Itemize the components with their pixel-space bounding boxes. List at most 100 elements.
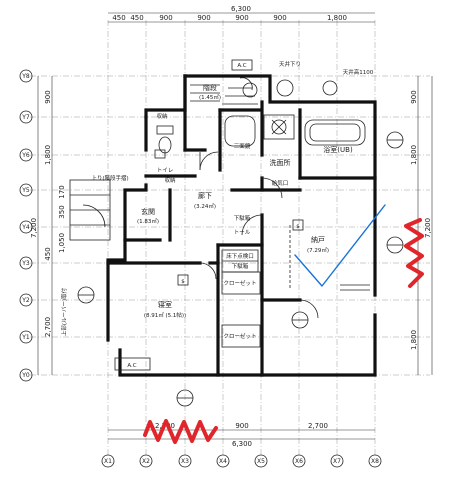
- row-axis-y0: Y0: [19, 368, 33, 382]
- left-dim-3: 450: [44, 247, 52, 260]
- top-dim-7: 1,800: [327, 14, 347, 22]
- ceiling-height-label: 天井高1100: [343, 68, 374, 76]
- svg-text:Y5: Y5: [21, 187, 30, 194]
- bedroom-area-label: (8.91㎡ (5.1帖)): [144, 311, 186, 319]
- bath-label: 浴室(UB): [323, 145, 353, 154]
- toilet-tank: [156, 125, 174, 135]
- left-dim-4: 350: [58, 205, 66, 218]
- stair-note-label: 上り(階段手摺): [91, 174, 128, 182]
- outlet-marker-3: [154, 149, 166, 159]
- row-axis-y2: Y2: [19, 293, 33, 307]
- shoe-storage-label: 下駄箱: [232, 262, 249, 270]
- row-axis-y3: Y3: [19, 256, 33, 270]
- svg-text:Y0: Y0: [21, 372, 30, 379]
- left-total-dim: 7,200: [30, 218, 38, 238]
- right-dim-3: 1,800: [410, 330, 418, 350]
- svg-text:Y2: Y2: [21, 297, 30, 304]
- row-axis-y7: Y7: [19, 110, 33, 124]
- col-axis-x8: X8: [368, 454, 382, 468]
- svg-text:X8: X8: [371, 458, 379, 465]
- ceiling-down-label: 天井下り: [279, 60, 301, 68]
- room-labels: 階段 (1.45㎡) トイレ 収納 洗面所 浴室(UB) 廊下 (3.24㎡) …: [60, 60, 374, 369]
- svg-text:Y1: Y1: [21, 334, 30, 341]
- bath-inner: [309, 123, 361, 142]
- svg-text:X1: X1: [104, 458, 112, 465]
- svg-text:X6: X6: [295, 458, 303, 465]
- svg-text:Y3: Y3: [21, 260, 30, 267]
- closet2-label: クローゼット: [223, 332, 256, 340]
- entrance-steps: [69, 179, 111, 241]
- top-dimensions: 6,300 450 450 900 900 900 900 1,800: [108, 5, 375, 23]
- top-dim-6: 900: [273, 14, 286, 22]
- col-axis-x5: X5: [254, 454, 268, 468]
- right-dimensions: 7,200 900 1,800 1,800: [410, 76, 433, 375]
- ac-label-2: A.C: [237, 63, 246, 69]
- left-dim-6: 170: [58, 185, 66, 198]
- bottom-dim-3: 2,700: [308, 422, 328, 430]
- svg-text:X3: X3: [181, 458, 189, 465]
- col-axis-x1: X1: [101, 454, 115, 468]
- air-label: 給気口: [272, 179, 289, 187]
- left-dim-2: 1,800: [44, 145, 52, 165]
- top-dim-1: 450: [112, 14, 125, 22]
- outlet-marker-2: [292, 219, 304, 231]
- col-axis-x3: X3: [178, 454, 192, 468]
- toilet-label: トイレ: [157, 168, 174, 174]
- stairs-label: 階段: [203, 83, 217, 92]
- col-axis-x7: X7: [330, 454, 344, 468]
- closet-box-2: [221, 324, 261, 348]
- svg-text:$: $: [296, 224, 300, 230]
- svg-text:X4: X4: [219, 458, 227, 465]
- row-axis-y8: Y8: [19, 69, 33, 83]
- blue-check-mark: [294, 204, 386, 287]
- row-axis-y5: Y5: [19, 183, 33, 197]
- svg-text:Y8: Y8: [21, 73, 30, 80]
- row-axis-y4: Y4: [19, 220, 33, 234]
- ac-unit-1: [114, 357, 151, 371]
- top-total-dim: 6,300: [231, 5, 251, 13]
- col-axis-x2: X2: [139, 454, 153, 468]
- stair-treads: [190, 77, 258, 147]
- bottom-total-dim: 6,300: [232, 440, 252, 448]
- right-dim-2: 1,800: [410, 145, 418, 165]
- red-zigzag-right: [404, 218, 424, 288]
- stairs-area-label: (1.45㎡): [199, 93, 221, 101]
- row-axis-markers: Y8 Y7 Y6 Y5 Y4 Y3 Y2 Y1 Y0: [19, 69, 33, 382]
- col-axis-markers: X1 X2 X3 X4 X5 X6 X7 X8: [101, 454, 382, 468]
- under-floor-label: 床下点検口: [226, 252, 254, 260]
- red-zigzag-bottom: [143, 419, 218, 444]
- bedroom-label: 寝室: [158, 300, 172, 309]
- closet-box-1: [221, 271, 261, 295]
- col-axis-x4: X4: [216, 454, 230, 468]
- closet1-label: クローゼット: [223, 279, 256, 287]
- svg-text:X7: X7: [333, 458, 341, 465]
- row-axis-y6: Y6: [19, 148, 33, 162]
- walls: [106, 74, 377, 377]
- window-note-label: 上部(ルーバー)取付: [60, 287, 68, 336]
- bottom-dim-2: 900: [235, 422, 248, 430]
- svg-text:Y7: Y7: [21, 114, 30, 121]
- svg-text:X5: X5: [257, 458, 265, 465]
- window-symbols: [77, 79, 404, 407]
- cabinet-label: 収納: [164, 176, 176, 184]
- grid-lines: [30, 20, 430, 455]
- left-dim-7: 2,700: [44, 317, 52, 337]
- svg-text:$: $: [181, 279, 185, 285]
- top-dim-3: 900: [159, 14, 172, 22]
- toilet-storage-label: 収納: [156, 112, 168, 120]
- utility-label: トール: [234, 230, 251, 236]
- svg-text:Y6: Y6: [21, 152, 30, 159]
- row-axis-y1: Y1: [19, 330, 33, 344]
- washbasin: [263, 114, 295, 140]
- left-dimensions: 7,200 900 1,800 450 350 1,050 170 2,700: [30, 76, 66, 375]
- right-dim-1: 900: [410, 90, 418, 103]
- left-dim-1: 900: [44, 90, 52, 103]
- storeroom-area-label: (7.29㎡): [307, 246, 329, 254]
- ac-label-1: A.C: [127, 363, 136, 369]
- top-dim-2: 450: [130, 14, 143, 22]
- ac-unit-2: [231, 59, 253, 71]
- left-dim-5: 1,050: [58, 233, 66, 253]
- storeroom-label: 納戸: [311, 235, 325, 244]
- shoe-storage-top-label: 下駄箱: [234, 214, 251, 222]
